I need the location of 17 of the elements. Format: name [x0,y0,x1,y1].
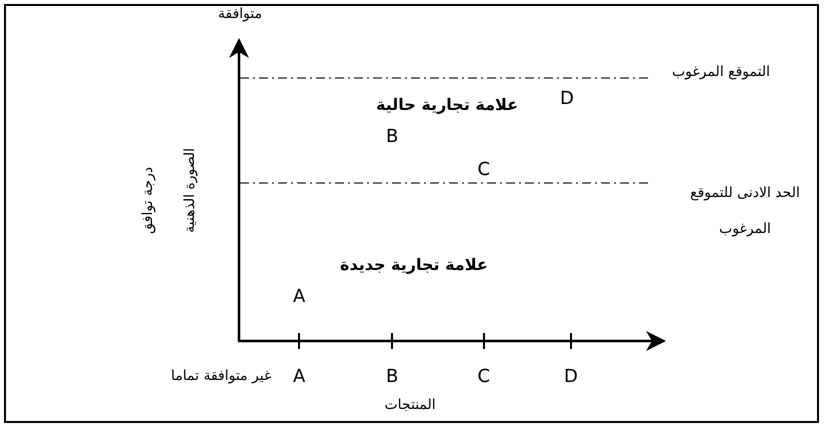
axis-title: متوافقة [218,6,262,23]
axis-label: غير متوافقة تماما [171,368,272,385]
axis-title: درجة توافق [140,166,156,234]
axis-title: المنتجات [384,397,436,414]
axis-title: الصورة الذهنية [182,147,198,232]
tick-label: D [564,366,578,388]
reference-label: الحد الادنى للتموقع المرغوب [689,184,801,240]
product-point: A [293,286,306,308]
region-label: علامة تجارية حالية [376,95,518,114]
tick-label: B [386,366,398,388]
product-point: D [560,88,574,110]
product-point: B [386,126,398,148]
region-label: علامة تجارية جديدة [340,255,488,274]
tick-label: C [478,366,490,388]
product-point: C [478,159,490,181]
reference-label: التموقع المرغوب [672,64,770,81]
tick-label: A [293,366,306,388]
